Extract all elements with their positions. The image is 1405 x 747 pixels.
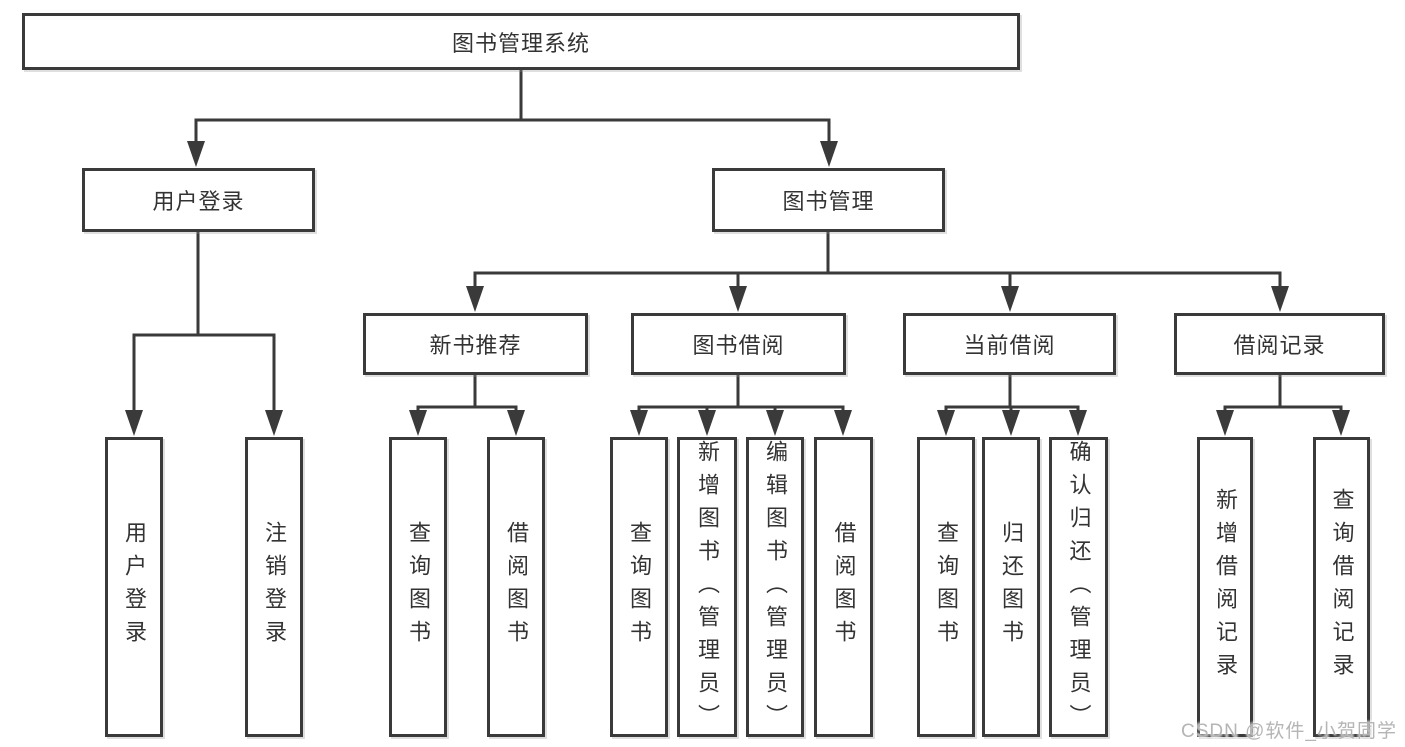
csdn-watermark: CSDN @软件_小贺同学 <box>1181 721 1397 742</box>
node-book-borrow: 图书借阅 <box>631 313 846 375</box>
node-book-management: 图书管理 <box>712 168 945 232</box>
node-new-book-recommend: 新书推荐 <box>363 313 588 375</box>
leaf-borrow-books: 借阅图书 <box>814 437 873 737</box>
leaf-add-borrow-record: 新增借阅记录 <box>1197 437 1253 737</box>
node-borrow-records: 借阅记录 <box>1174 313 1385 375</box>
node-current-borrow: 当前借阅 <box>903 313 1116 375</box>
node-root-library-system: 图书管理系统 <box>22 13 1020 70</box>
leaf-search-borrow-record: 查询借阅记录 <box>1313 437 1370 737</box>
leaf-search-books-recommend: 查询图书 <box>389 437 447 737</box>
leaf-search-books-borrow: 查询图书 <box>610 437 668 737</box>
leaf-confirm-return-admin: 确认归还（管理员） <box>1049 437 1108 737</box>
leaf-edit-book-admin: 编辑图书（管理员） <box>746 437 804 737</box>
leaf-borrow-books-recommend: 借阅图书 <box>487 437 545 737</box>
leaf-user-login: 用户登录 <box>105 437 163 737</box>
leaf-search-books-current: 查询图书 <box>917 437 975 737</box>
leaf-logout: 注销登录 <box>245 437 303 737</box>
node-user-login: 用户登录 <box>82 168 315 232</box>
leaf-add-book-admin: 新增图书（管理员） <box>677 437 737 737</box>
arrowheads <box>125 141 1350 436</box>
leaf-return-book: 归还图书 <box>982 437 1040 737</box>
